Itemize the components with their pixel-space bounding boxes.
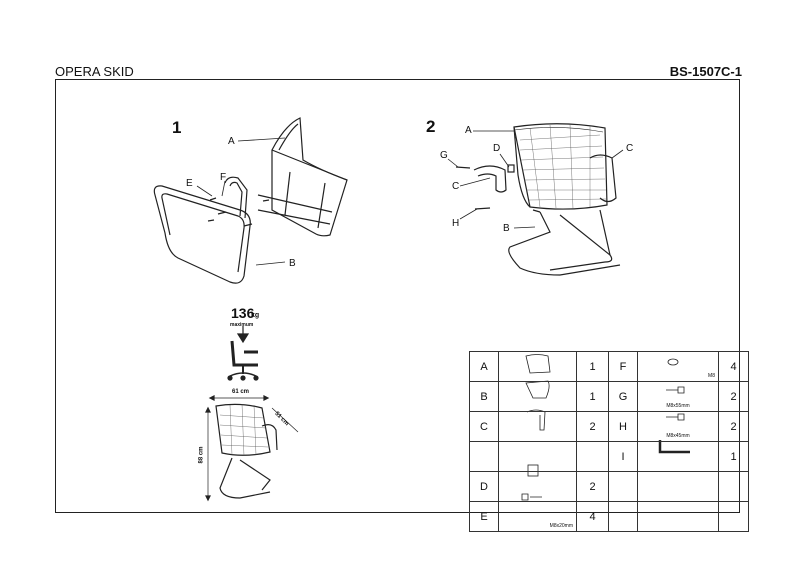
callout-a-step1: A (228, 136, 235, 147)
part-spec: M8x45mm (666, 433, 690, 439)
part-image: M8x55mm (637, 381, 719, 412)
part-letter: G (608, 381, 638, 412)
part-qty: 4 (718, 351, 749, 382)
part-image: M8x20mm (498, 501, 577, 532)
part-letter: B (469, 381, 499, 412)
weight-capacity-unit: kg (251, 312, 260, 319)
dimension-chair-drawing (205, 395, 299, 502)
table-row: C 2 H M8x45mm 2 (469, 411, 749, 442)
part-qty: 4 (576, 501, 609, 532)
part-image (498, 351, 577, 382)
part-letter: E (469, 501, 499, 532)
callout-c-left-step2: C (452, 181, 460, 192)
part-letter (469, 441, 499, 472)
part-qty: 2 (718, 411, 749, 442)
part-spec: M8x55mm (666, 403, 690, 409)
part-image: M8x45mm (637, 411, 719, 442)
part-letter: D (469, 471, 499, 502)
table-row: B 1 G M8x55mm 2 (469, 381, 749, 412)
part-letter: F (608, 351, 638, 382)
step2-leaders (447, 130, 624, 229)
part-image (637, 471, 719, 502)
weight-capacity-chair-icon (227, 326, 259, 381)
part-qty: 1 (576, 381, 609, 412)
part-image (498, 381, 577, 412)
part-qty (718, 501, 749, 532)
part-qty: 2 (576, 471, 609, 502)
parts-list-table: A 1 F M8 4 B 1 G M8x55mm 2 C 2 H M8x45mm… (469, 351, 749, 532)
product-name: OPERA SKID (55, 64, 134, 79)
part-letter: A (469, 351, 499, 382)
callout-f-step1: F (220, 172, 227, 183)
step2-chair-drawing (455, 123, 621, 276)
part-image: M8 (637, 351, 719, 382)
part-letter: I (608, 441, 638, 472)
part-qty: 1 (718, 441, 749, 472)
part-spec: M8 (708, 373, 715, 379)
instruction-frame (55, 79, 740, 513)
step1-seat-drawing (257, 117, 348, 237)
callout-e-step1: E (186, 178, 193, 189)
callout-g-step2: G (440, 150, 448, 161)
callout-b-step2: B (503, 223, 510, 234)
step-number-1: 1 (172, 118, 182, 137)
table-row: A 1 F M8 4 (469, 351, 749, 382)
table-row: D 2 (469, 471, 749, 502)
step1-armrest-drawing (207, 176, 270, 227)
part-letter (608, 501, 638, 532)
callout-b-step1: B (289, 258, 296, 269)
part-image (498, 411, 577, 442)
part-qty: 1 (576, 351, 609, 382)
step1-base-drawing (153, 185, 251, 284)
weight-capacity-caption: maximum (230, 322, 254, 328)
dimension-width: 61 cm (232, 389, 250, 395)
callout-a-step2: A (465, 125, 472, 136)
part-qty: 2 (718, 381, 749, 412)
step1-leaders (196, 137, 286, 266)
part-letter: H (608, 411, 638, 442)
part-image (637, 441, 719, 472)
product-code: BS-1507C-1 (669, 64, 742, 79)
part-image (498, 471, 577, 502)
part-image (637, 501, 719, 532)
part-qty: 2 (576, 411, 609, 442)
callout-c-right-step2: C (626, 143, 634, 154)
table-row: E M8x20mm 4 (469, 501, 749, 532)
dimension-height: 88 cm (198, 446, 205, 464)
part-letter (608, 471, 638, 502)
part-letter: C (469, 411, 499, 442)
weight-capacity-value: 136 (231, 305, 255, 321)
part-spec: M8x20mm (549, 523, 573, 529)
callout-h-step2: H (452, 218, 460, 229)
callout-d-step2: D (493, 143, 501, 154)
part-qty (718, 471, 749, 502)
part-image (498, 441, 577, 472)
part-qty (576, 441, 609, 472)
table-row: I 1 (469, 441, 749, 472)
step-number-2: 2 (426, 117, 436, 136)
